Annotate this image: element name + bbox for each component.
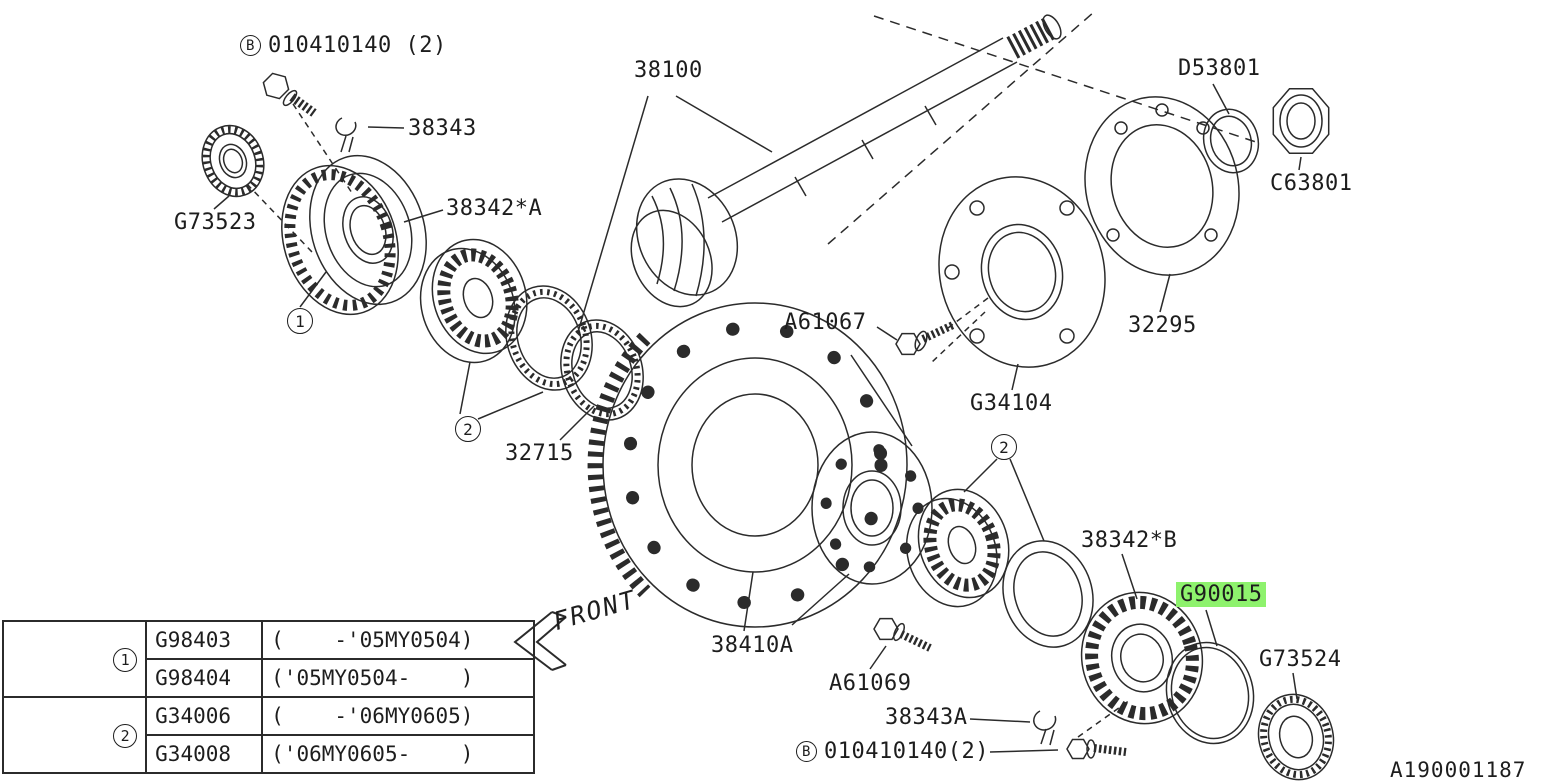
part-number-text: 010410140(2) <box>824 739 989 764</box>
part-label-g90015-highlighted[interactable]: G90015 <box>1176 582 1267 608</box>
applicability-range-cell: ('05MY0504- ) <box>261 658 536 698</box>
callout-cell-2: 2 <box>1 696 148 774</box>
part-number-cell[interactable]: G34008 <box>145 734 264 774</box>
supplier-b-badge: B <box>240 35 261 57</box>
part-label-d53801[interactable]: D53801 <box>1178 56 1261 81</box>
table-row: 2 G34006 ( -'06MY0605) <box>1 696 536 774</box>
bearing-race-right-drawing <box>1002 540 1094 648</box>
callout-1-badge: 1 <box>113 648 138 672</box>
supplier-b-badge: B <box>796 741 817 763</box>
part-label-38343[interactable]: 38343 <box>408 116 477 141</box>
part-label-010410140-bottom[interactable]: B 010410140(2) <box>796 739 989 764</box>
seal-g73524-drawing <box>1257 693 1335 781</box>
clip-38343-drawing <box>335 117 357 153</box>
flange-bolt-top-drawing <box>262 72 317 117</box>
part-label-38410a[interactable]: 38410A <box>711 633 794 658</box>
applicability-table: 1 G98403 ( -'05MY0504) G98404 ('05MY0504… <box>1 620 536 774</box>
drawing-number: A190001187 <box>1390 758 1527 782</box>
part-number-text: 010410140 (2) <box>268 33 447 58</box>
table-row: G34008 ('06MY0605- ) <box>3 734 536 774</box>
table-row: G98404 ('05MY0504- ) <box>3 658 536 698</box>
part-label-38342b[interactable]: 38342*B <box>1081 528 1178 553</box>
callout-cell-1: 1 <box>1 620 148 698</box>
part-number-cell[interactable]: G98404 <box>145 658 264 698</box>
callout-2-badge: 2 <box>113 724 138 748</box>
leader-lines <box>213 83 1302 753</box>
part-label-a61067[interactable]: A61067 <box>784 310 867 335</box>
part-label-010410140-top[interactable]: B 010410140 (2) <box>240 33 447 58</box>
part-label-g73523[interactable]: G73523 <box>174 210 257 235</box>
part-label-c63801[interactable]: C63801 <box>1270 171 1353 196</box>
retainer-g34104-drawing <box>938 176 1106 368</box>
bolt-a61069-drawing <box>873 617 932 652</box>
applicability-range-cell: ('06MY0605- ) <box>261 734 536 774</box>
table-row: 1 G98403 ( -'05MY0504) <box>1 620 536 698</box>
flange-bolt-bottom-drawing <box>1066 738 1127 760</box>
companion-gear-38342a-drawing <box>281 154 427 316</box>
bearing-race-32715-drawing <box>560 319 644 421</box>
callout-1: 1 <box>287 308 313 334</box>
callout-2-left: 2 <box>455 416 481 442</box>
part-label-32295[interactable]: 32295 <box>1128 313 1197 338</box>
applicability-range-cell: ( -'05MY0504) <box>261 620 536 660</box>
bearing-cone-right-drawing <box>905 488 1010 608</box>
part-label-38343a[interactable]: 38343A <box>885 705 968 730</box>
applicability-range-cell: ( -'06MY0605) <box>261 696 536 736</box>
seal-g73523-drawing <box>201 124 265 198</box>
hypoid-pinion-38100-drawing <box>577 14 1062 333</box>
clip-38343a-drawing <box>1033 710 1057 746</box>
part-label-g73524[interactable]: G73524 <box>1259 647 1342 672</box>
part-label-32715[interactable]: 32715 <box>505 441 574 466</box>
part-label-38342a[interactable]: 38342*A <box>446 196 543 221</box>
bolt-a61067-drawing <box>895 321 955 356</box>
gasket-32295-drawing <box>1084 96 1240 276</box>
part-number-cell[interactable]: G34006 <box>145 696 264 736</box>
part-number-cell[interactable]: G98403 <box>145 620 264 660</box>
shim-g90015-drawing <box>1165 641 1255 745</box>
seal-d53801-drawing <box>1202 108 1260 174</box>
part-label-a61069[interactable]: A61069 <box>829 671 912 696</box>
bearing-cone-left-drawing <box>419 238 528 364</box>
part-label-g34104[interactable]: G34104 <box>970 391 1053 416</box>
differential-case-38410a-drawing <box>587 302 933 628</box>
part-label-38100[interactable]: 38100 <box>634 58 703 83</box>
locknut-c63801-drawing <box>1272 87 1330 155</box>
callout-2-right: 2 <box>991 434 1017 460</box>
